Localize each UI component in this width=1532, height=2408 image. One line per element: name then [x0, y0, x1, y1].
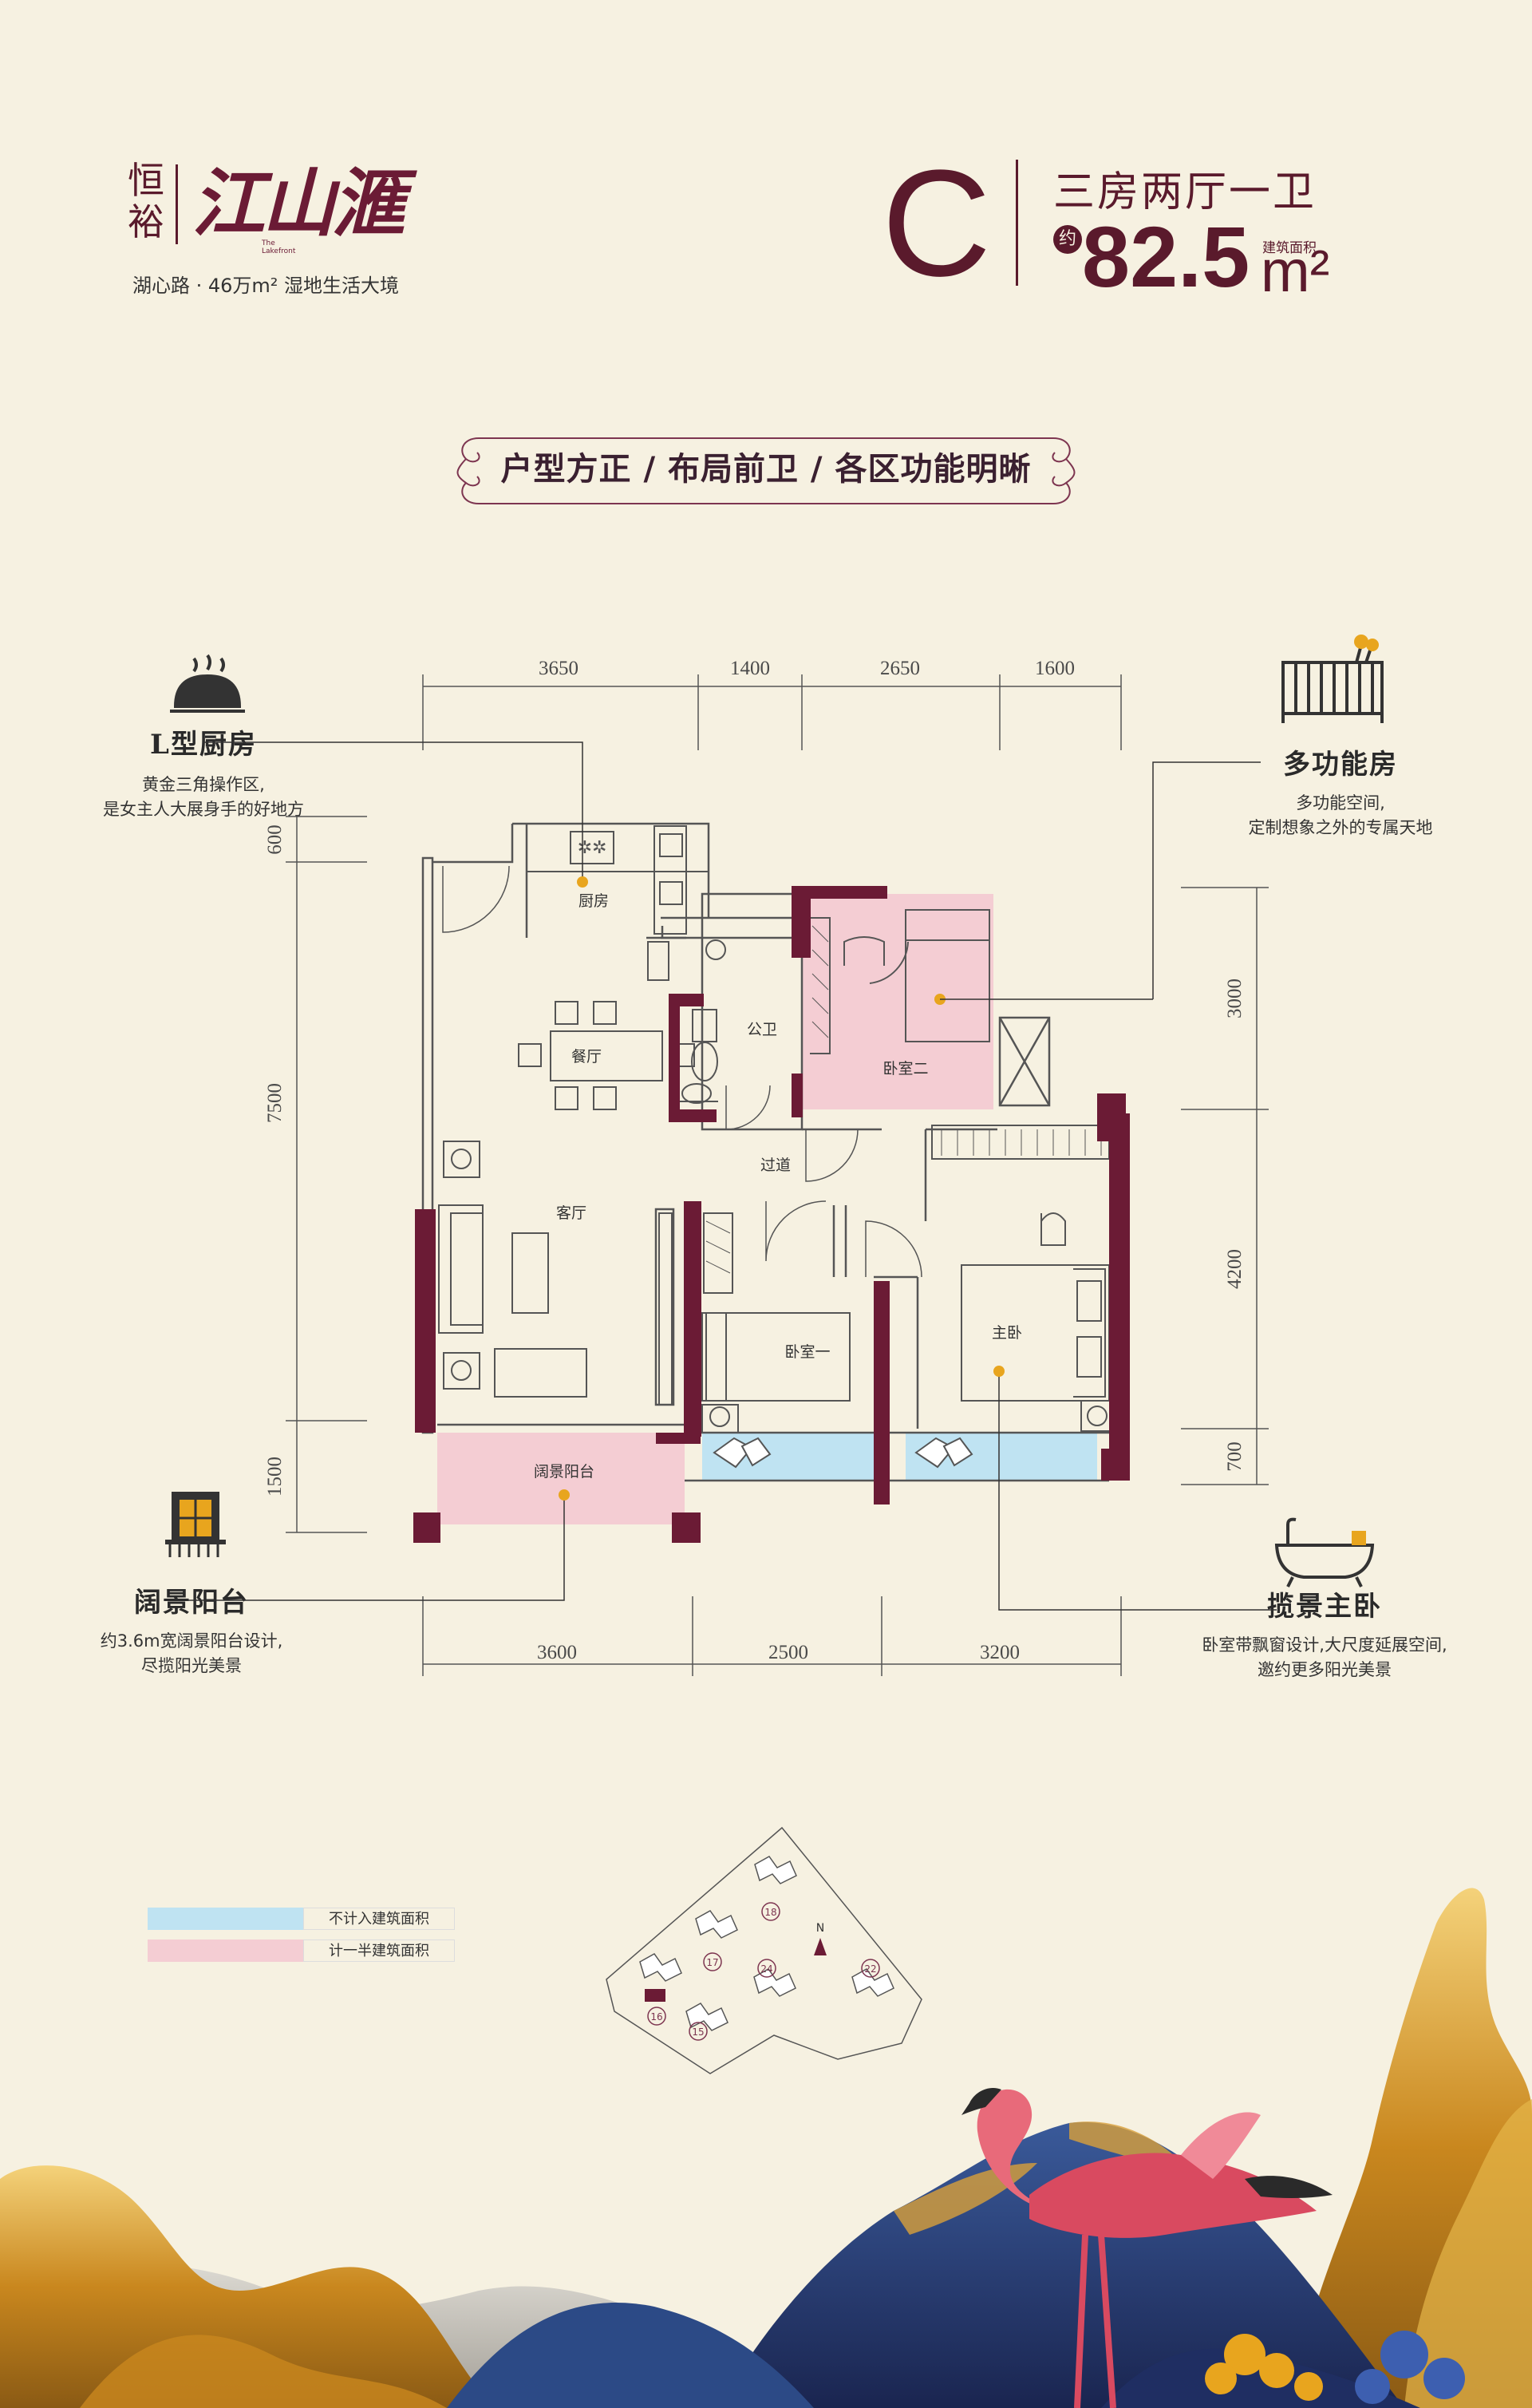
dim-bottom-1: 3600 — [537, 1642, 577, 1663]
brand-logo: 恒裕 江山滙 The Lakefront 湖心路 · 46万m² 湿地生活大境 — [128, 159, 463, 297]
building-16: 16 — [650, 2011, 662, 2022]
room-label-kitchen: 厨房 — [578, 892, 609, 910]
room-label-living: 客厅 — [556, 1204, 586, 1222]
legend-blue-swatch — [148, 1908, 303, 1930]
building-22: 22 — [864, 1963, 876, 1975]
dim-top-1: 3650 — [539, 658, 578, 679]
balcony-callout-title: 阔景阳台 — [134, 1587, 249, 1619]
svg-text:✲✲: ✲✲ — [578, 838, 607, 858]
building-15: 15 — [692, 2026, 704, 2038]
landscape-illustration — [0, 1888, 1532, 2408]
slogan-frame — [456, 437, 1076, 504]
building-17: 17 — [706, 1957, 718, 1968]
kitchen-callout-line2: 是女主人大展身手的好地方 — [103, 800, 304, 819]
kitchen-callout-line1: 黄金三角操作区, — [142, 775, 265, 794]
brand-name-en: The Lakefront — [262, 239, 296, 255]
brand-tagline: 湖心路 · 46万m² 湿地生活大境 — [132, 275, 400, 297]
logo-divider — [176, 164, 178, 244]
kitchen-callout: L型厨房 黄金三角操作区, 是女主人大展身手的好地方 — [80, 722, 327, 822]
multi-room-callout-line1: 多功能空间, — [1296, 793, 1385, 813]
bedroom2-half-area — [802, 894, 993, 1109]
room-label-bath: 公卫 — [747, 1021, 777, 1038]
crib-icon — [1281, 635, 1384, 723]
approx-badge: 约 — [1053, 225, 1082, 254]
balcony-callout-line1: 约3.6m宽阔景阳台设计, — [100, 1631, 283, 1651]
window-icon — [165, 1492, 226, 1557]
room-label-balcony: 阔景阳台 — [534, 1463, 594, 1481]
multi-room-callout: 多功能房 多功能空间, 定制想象之外的专属天地 — [1221, 742, 1460, 840]
master-callout-line2: 邀约更多阳光美景 — [1258, 1660, 1392, 1679]
north-arrow: N — [814, 1922, 827, 1955]
dim-right-1: 3000 — [1224, 979, 1246, 1018]
dim-top-3: 2650 — [880, 658, 920, 679]
site-plan: N 18 17 24 22 16 15 — [606, 1826, 922, 2074]
legend-blue-label: 不计入建筑面积 — [303, 1908, 455, 1930]
room-label-master: 主卧 — [992, 1324, 1022, 1342]
flamingo-illustration — [961, 2087, 1333, 2408]
master-callout-title: 揽景主卧 — [1267, 1591, 1382, 1623]
balcony-callout-line2: 尽揽阳光美景 — [141, 1656, 242, 1675]
building-18: 18 — [764, 1907, 776, 1918]
legend-pink-label: 计一半建筑面积 — [303, 1939, 455, 1962]
dim-right-3: 700 — [1224, 1441, 1246, 1472]
dim-top-2: 1400 — [730, 658, 770, 679]
multi-room-callout-line2: 定制想象之外的专属天地 — [1248, 818, 1433, 837]
balcony-callout: 阔景阳台 约3.6m宽阔景阳台设计, 尽揽阳光美景 — [80, 1580, 303, 1678]
dim-top-4: 1600 — [1035, 658, 1075, 679]
brand-name-small: 恒裕 — [128, 159, 164, 243]
dim-left-1: 600 — [264, 824, 286, 855]
unit-layout: 三房两厅一卫 — [1053, 168, 1317, 216]
unit-letter: C — [882, 139, 992, 308]
dim-bottom-3: 3200 — [980, 1642, 1020, 1663]
dim-left-2: 7500 — [264, 1083, 286, 1123]
legend-blue-row: 不计入建筑面积 — [148, 1908, 455, 1930]
room-label-bedroom2: 卧室二 — [882, 1060, 928, 1077]
svg-text:N: N — [816, 1922, 824, 1935]
slogan-text: 户型方正 / 布局前卫 / 各区功能明晰 — [500, 451, 1032, 488]
master-callout: 揽景主卧 卧室带飘窗设计,大尺度延展空间, 邀约更多阳光美景 — [1173, 1584, 1476, 1682]
unit-area-unit: m² — [1261, 238, 1330, 304]
balcony-half-area — [437, 1433, 685, 1524]
legend-pink-swatch — [148, 1939, 303, 1962]
cloche-icon — [170, 654, 245, 713]
brand-name-large: 江山滙 — [192, 160, 405, 247]
dim-bottom-2: 2500 — [768, 1642, 808, 1663]
room-label-dining: 餐厅 — [571, 1048, 602, 1066]
kitchen-callout-title: L型厨房 — [150, 729, 257, 761]
building-24: 24 — [760, 1963, 772, 1975]
legend-pink-row: 计一半建筑面积 — [148, 1939, 455, 1962]
dim-left-3: 1500 — [264, 1457, 286, 1497]
unit-area-label: 建筑面积 — [1262, 240, 1317, 256]
multi-room-callout-title: 多功能房 — [1283, 749, 1398, 781]
dim-right-2: 4200 — [1224, 1249, 1246, 1289]
legend: 不计入建筑面积 计一半建筑面积 — [148, 1908, 455, 1962]
master-callout-line1: 卧室带飘窗设计,大尺度延展空间, — [1202, 1635, 1447, 1655]
room-label-bedroom1: 卧室一 — [784, 1343, 830, 1361]
header-divider — [1016, 160, 1018, 286]
bathtub-icon — [1274, 1517, 1375, 1588]
unit-area: 82.5 — [1082, 208, 1250, 305]
room-label-corridor: 过道 — [760, 1157, 791, 1174]
